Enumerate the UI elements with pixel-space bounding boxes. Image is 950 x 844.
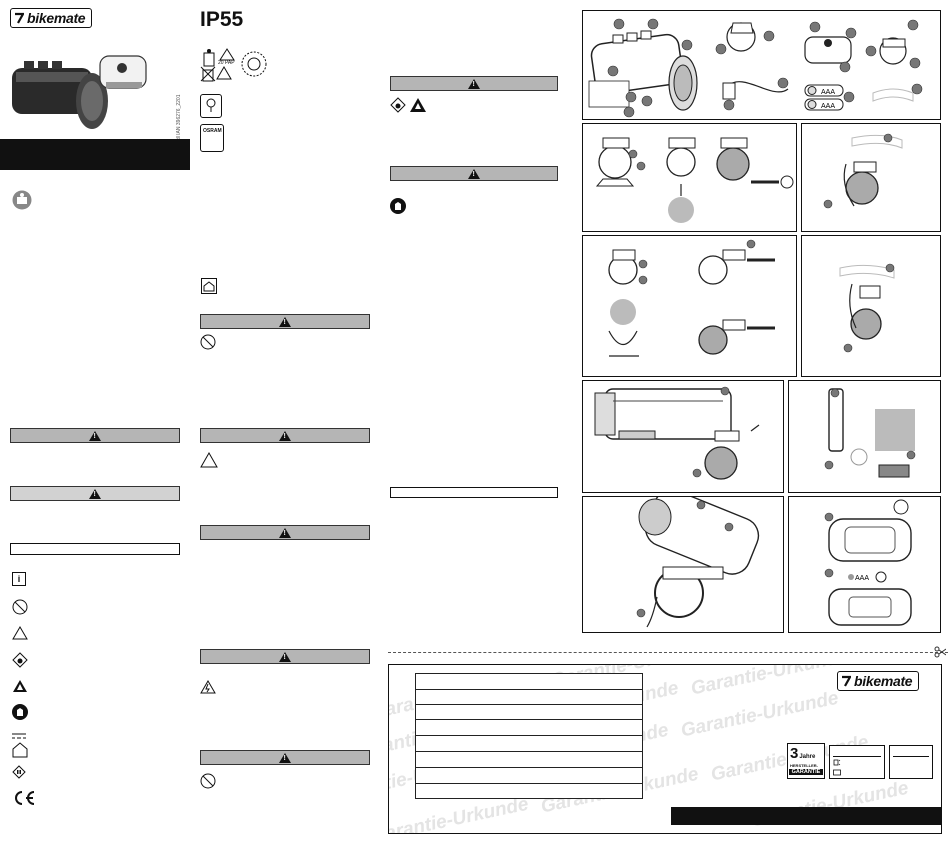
- indoor-use-icon: [12, 742, 28, 758]
- cut-line: [388, 652, 948, 653]
- panel-strap-mounted: [801, 235, 941, 377]
- battery-label-2: AAA: [821, 103, 835, 110]
- crossed-bin-icon: [200, 66, 216, 82]
- strap-mounted-drawing: [839, 263, 895, 353]
- warning-bar-4: [200, 428, 370, 443]
- warning-bar-3: [200, 314, 370, 329]
- panel-strap-steps: [582, 235, 797, 377]
- electric-hazard-icon: [200, 680, 216, 694]
- explosion-icon: [13, 680, 27, 692]
- panel-mount-step-2: [801, 123, 941, 232]
- logo-mark-icon: [15, 12, 24, 24]
- watermark-line-6: Garantie-Urkunde: [689, 665, 851, 700]
- form-field-2[interactable]: [416, 690, 642, 705]
- mount-step-2-drawing: [823, 133, 903, 209]
- watermark-line-9: Garantie-Urkunde: [679, 687, 841, 742]
- protective-gloves-icon: [12, 704, 28, 720]
- lamp-side-drawing: [824, 388, 916, 478]
- guarantee-line-2: GARANTIE: [789, 769, 823, 775]
- warranty-brand-name: bikemate: [854, 673, 913, 689]
- read-manual-icon: [12, 190, 32, 210]
- guarantee-years-number: 3: [790, 745, 799, 762]
- warning-bar-2: [10, 486, 180, 501]
- guarantee-years-word: Jahre: [799, 754, 816, 760]
- pap-code: PAP: [224, 60, 235, 66]
- info-icon: i: [12, 572, 26, 586]
- form-field-6[interactable]: [416, 752, 642, 768]
- ip-rating: IP55: [200, 8, 244, 31]
- choking-warning-icon-2: [200, 452, 218, 468]
- osram-logo: OSRAM: [200, 124, 224, 152]
- pap-label: 20 PAP: [218, 60, 235, 66]
- battery-label-1: AAA: [821, 89, 835, 96]
- parts-drawing: AAA AAA: [588, 18, 923, 118]
- no-touch-icon-3: [200, 773, 216, 789]
- mount-step-1-drawing: [595, 137, 794, 223]
- lamp-attach-drawing: [594, 386, 760, 480]
- guarantee-line-1: HERSTELLER-: [790, 763, 818, 768]
- blank-box-2: [390, 487, 558, 498]
- form-field-5[interactable]: [416, 736, 642, 752]
- blank-box-1: [10, 543, 180, 555]
- fire-icon: [12, 652, 28, 668]
- ce-mark-icon: [15, 791, 35, 805]
- warning-bar-9: [390, 166, 558, 181]
- warning-bar-8: [390, 76, 558, 91]
- form-field-7[interactable]: [416, 768, 642, 784]
- lamp-on-bike-drawing: [636, 497, 760, 628]
- form-field-4[interactable]: [416, 720, 642, 736]
- warranty-logo: bikemate: [837, 671, 920, 691]
- warning-bar-5: [200, 525, 370, 540]
- panel-parts-overview: AAA AAA: [582, 10, 941, 120]
- panel-lamp-on-bike: [582, 496, 784, 633]
- phone-icon: [833, 759, 841, 766]
- panel-mount-step-1: [582, 123, 797, 232]
- form-field-8[interactable]: [416, 784, 642, 798]
- side-code: Lidl IAN 396276_2201: [176, 94, 182, 145]
- warning-bar-7: [200, 750, 370, 765]
- choking-warning-icon: [12, 626, 28, 640]
- title-banner: [0, 139, 190, 170]
- warning-bar-6: [200, 649, 370, 664]
- email-icon: [833, 769, 841, 776]
- triman-seal-icon: [241, 51, 267, 77]
- pap-number: 20: [218, 60, 224, 66]
- direct-current-icon: [12, 733, 26, 739]
- brand-name: bikemate: [27, 10, 86, 26]
- recycle-arrows-icon: [216, 66, 232, 80]
- pac-icon: [206, 98, 216, 112]
- warranty-card: Garantie-Urkunde Garantie-Urkunde Garant…: [388, 664, 942, 834]
- battery-label-3: AAA: [855, 575, 869, 582]
- fire-icon-2: [390, 97, 406, 113]
- guarantee-badge: 3 Jahre HERSTELLER- GARANTIE: [787, 743, 825, 779]
- explosion-icon-2: [410, 98, 426, 112]
- warranty-footer-bar: [671, 807, 941, 825]
- panel-lamp-attach: [582, 380, 784, 493]
- indoor-use-icon-2: [201, 278, 217, 294]
- protective-gloves-icon-2: [390, 198, 406, 214]
- logo-mark-icon-2: [842, 675, 851, 687]
- service-id-box: [889, 745, 933, 779]
- scissors-icon: [934, 646, 946, 658]
- recycle-bin-icon: [203, 49, 215, 67]
- form-field-3[interactable]: [416, 705, 642, 720]
- form-field-1[interactable]: [416, 674, 642, 690]
- no-touch-icon-2: [200, 334, 216, 350]
- panel-lamp-side: [788, 380, 941, 493]
- warranty-form: [415, 673, 643, 799]
- remote-battery-drawing: AAA: [824, 499, 912, 626]
- bikemate-logo: bikemate: [10, 8, 93, 28]
- pap-recycling-icon: [219, 48, 235, 61]
- watermark-line-10: Garantie-Urkunde: [389, 793, 531, 833]
- pac-box: [200, 94, 222, 118]
- warning-bar-1: [10, 428, 180, 443]
- no-touch-icon: [12, 599, 28, 615]
- product-image: [12, 55, 147, 129]
- service-contact-box: [829, 745, 885, 779]
- panel-remote-battery: AAA: [788, 496, 941, 633]
- protection-class-iii-icon: [12, 765, 26, 779]
- strap-steps-drawing: [608, 239, 775, 357]
